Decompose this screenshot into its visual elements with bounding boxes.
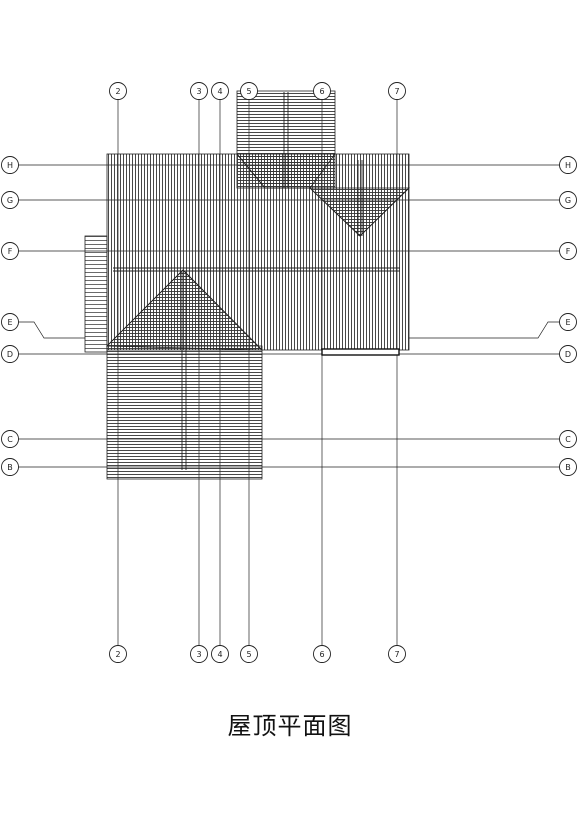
axis-bubble-bottom-5: 5 bbox=[240, 645, 258, 663]
axis-bubble-left-D: D bbox=[1, 345, 19, 363]
axis-bubble-left-D-circle bbox=[1, 345, 19, 363]
axis-bubble-left-H-label: H bbox=[7, 161, 13, 170]
axis-bubble-bottom-3-circle bbox=[190, 645, 208, 663]
axis-bubble-right-G-label: G bbox=[565, 196, 571, 205]
axis-bubble-top-7-label: 7 bbox=[394, 87, 399, 96]
axis-bubble-bottom-2: 2 bbox=[109, 645, 127, 663]
axis-bubble-right-B-label: B bbox=[565, 463, 571, 472]
axis-bubble-left-D-label: D bbox=[7, 350, 13, 359]
axis-bubble-right-C: C bbox=[559, 430, 577, 448]
axis-bubble-top-3-label: 3 bbox=[196, 87, 201, 96]
axis-bubble-bottom-3: 3 bbox=[190, 645, 208, 663]
drawing-title: 屋顶平面图 bbox=[227, 712, 353, 740]
axis-bubble-left-E-circle bbox=[1, 313, 19, 331]
axis-bubble-bottom-7-circle bbox=[388, 645, 406, 663]
axis-bubble-bottom-6: 6 bbox=[313, 645, 331, 663]
axis-bubble-right-C-label: C bbox=[565, 435, 571, 444]
axis-bubble-bottom-5-label: 5 bbox=[246, 650, 251, 659]
axis-bubble-left-E: E bbox=[1, 313, 19, 331]
axis-line-E-left bbox=[18, 321, 85, 339]
axis-bubble-top-2: 2 bbox=[109, 82, 127, 100]
axis-bubble-top-7-circle bbox=[388, 82, 406, 100]
axis-bubble-right-H-label: H bbox=[565, 161, 571, 170]
axis-bubble-bottom-5-circle bbox=[240, 645, 258, 663]
axis-bubble-bottom-7-label: 7 bbox=[394, 650, 399, 659]
axis-bubble-left-F: F bbox=[1, 242, 19, 260]
ridge-lines bbox=[106, 92, 410, 470]
axis-bubble-left-G: G bbox=[1, 191, 19, 209]
axis-bubble-top-3: 3 bbox=[190, 82, 208, 100]
axis-bubble-top-4-circle bbox=[211, 82, 229, 100]
axis-bubble-bottom-4-label: 4 bbox=[217, 650, 222, 659]
axis-bubble-bottom-4-circle bbox=[211, 645, 229, 663]
axis-bubble-top-6-circle bbox=[313, 82, 331, 100]
axis-bubble-bottom-2-label: 2 bbox=[115, 650, 120, 659]
axis-bubble-right-G: G bbox=[559, 191, 577, 209]
axis-bubble-right-C-circle bbox=[559, 430, 577, 448]
roof-annex-left bbox=[84, 235, 108, 353]
axis-bubble-left-B-circle bbox=[1, 458, 19, 476]
axis-bubble-top-6: 6 bbox=[313, 82, 331, 100]
axis-bubble-right-H: H bbox=[559, 156, 577, 174]
axis-bubble-left-B-label: B bbox=[7, 463, 13, 472]
axis-bubble-left-C-label: C bbox=[7, 435, 13, 444]
axis-bubble-left-H: H bbox=[1, 156, 19, 174]
axis-bubble-bottom-6-circle bbox=[313, 645, 331, 663]
axis-bubble-left-F-label: F bbox=[8, 247, 13, 256]
axis-bubble-right-F-label: F bbox=[566, 247, 571, 256]
axis-bubble-top-5-circle bbox=[240, 82, 258, 100]
axis-line-E-right bbox=[409, 321, 560, 339]
roof-outline bbox=[84, 90, 410, 480]
axis-bubble-right-D-label: D bbox=[565, 350, 571, 359]
axis-bubble-right-E: E bbox=[559, 313, 577, 331]
axis-bubble-left-C: C bbox=[1, 430, 19, 448]
roof-gutter-strip bbox=[321, 348, 400, 356]
axis-bubble-top-6-label: 6 bbox=[319, 87, 324, 96]
axis-bubble-left-F-circle bbox=[1, 242, 19, 260]
axis-bubble-left-E-label: E bbox=[7, 318, 12, 327]
axis-bubble-bottom-4: 4 bbox=[211, 645, 229, 663]
axis-bubble-bottom-2-circle bbox=[109, 645, 127, 663]
axis-bubble-top-3-circle bbox=[190, 82, 208, 100]
axis-bubble-right-E-circle bbox=[559, 313, 577, 331]
axis-bubble-left-H-circle bbox=[1, 156, 19, 174]
axis-bubble-right-G-circle bbox=[559, 191, 577, 209]
axis-bubble-top-5: 5 bbox=[240, 82, 258, 100]
axis-bubble-top-2-label: 2 bbox=[115, 87, 120, 96]
axis-bubble-right-B-circle bbox=[559, 458, 577, 476]
axis-bubble-top-4-label: 4 bbox=[217, 87, 222, 96]
axis-bubble-top-2-circle bbox=[109, 82, 127, 100]
axis-bubble-top-4: 4 bbox=[211, 82, 229, 100]
axis-bubble-top-7: 7 bbox=[388, 82, 406, 100]
axis-bubble-left-G-label: G bbox=[7, 196, 13, 205]
axis-bubble-left-B: B bbox=[1, 458, 19, 476]
axis-bubble-bottom-7: 7 bbox=[388, 645, 406, 663]
axis-bubble-top-5-label: 5 bbox=[246, 87, 251, 96]
roof-lower-wing bbox=[106, 345, 263, 480]
axis-bubble-left-G-circle bbox=[1, 191, 19, 209]
axis-bubble-right-B: B bbox=[559, 458, 577, 476]
axis-bubble-left-C-circle bbox=[1, 430, 19, 448]
axis-bubble-right-D: D bbox=[559, 345, 577, 363]
axis-bubble-bottom-6-label: 6 bbox=[319, 650, 324, 659]
axis-bubble-right-D-circle bbox=[559, 345, 577, 363]
axis-bubble-right-F-circle bbox=[559, 242, 577, 260]
axis-bubble-right-E-label: E bbox=[565, 318, 570, 327]
axis-bubble-right-H-circle bbox=[559, 156, 577, 174]
axis-bubble-bottom-3-label: 3 bbox=[196, 650, 201, 659]
axis-bubble-right-F: F bbox=[559, 242, 577, 260]
